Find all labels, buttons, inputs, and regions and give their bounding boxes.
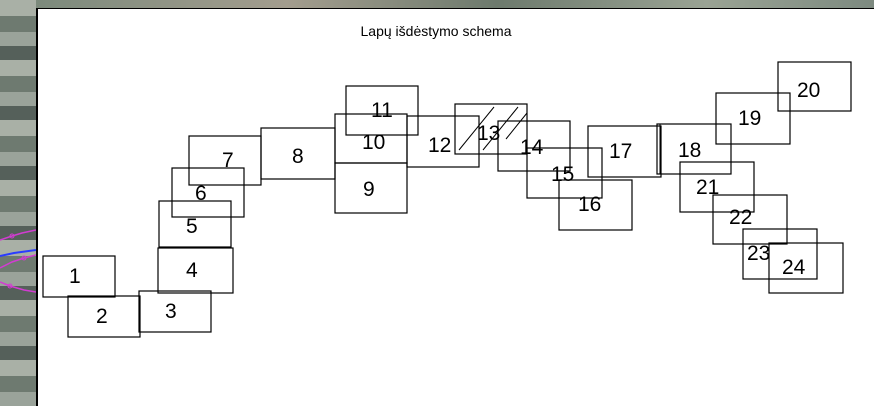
sheet-label-21: 21 xyxy=(696,176,719,199)
sheet-label-19: 19 xyxy=(738,107,761,130)
sheet-17: 17 xyxy=(587,125,662,178)
sheet-8: 8 xyxy=(260,127,336,180)
sheet-9: 9 xyxy=(334,162,408,214)
sheet-19: 19 xyxy=(715,92,791,145)
sheet-label-22: 22 xyxy=(729,206,752,229)
sheet-label-18: 18 xyxy=(678,139,701,162)
sheet-20: 20 xyxy=(777,61,852,112)
sheet-2: 2 xyxy=(67,295,141,338)
sheet-1: 1 xyxy=(42,255,116,298)
sheet-label-3: 3 xyxy=(165,300,177,323)
panel-title: Lapų išdėstymo schema xyxy=(360,23,512,39)
sheet-label-15: 15 xyxy=(551,163,574,186)
sheet-24: 24 xyxy=(768,242,844,294)
sheet-label-2: 2 xyxy=(96,305,108,328)
sheet-3: 3 xyxy=(138,290,212,333)
sheet-16: 16 xyxy=(558,179,633,231)
sheet-label-1: 1 xyxy=(69,265,81,288)
sheet-label-4: 4 xyxy=(186,259,198,282)
sheet-label-13: 13 xyxy=(477,122,500,145)
sheet-5: 5 xyxy=(158,200,232,248)
sheet-18: 18 xyxy=(656,123,732,175)
sheet-label-11: 11 xyxy=(371,99,393,122)
sheet-label-12: 12 xyxy=(428,134,451,157)
sheet-22: 22 xyxy=(712,194,788,245)
sheet-12: 12 xyxy=(406,115,480,168)
sheet-7: 7 xyxy=(188,135,262,186)
sheet-11: 11 xyxy=(345,85,419,136)
sheet-label-9: 9 xyxy=(363,178,375,201)
map-strip-left xyxy=(0,0,36,406)
map-route-lines xyxy=(0,229,36,293)
sheet-label-16: 16 xyxy=(578,193,601,216)
map-strip-top xyxy=(36,0,874,8)
sheet-4: 4 xyxy=(157,247,234,294)
sheet-layout-diagram: 1 2 3 4 5 6 7 8 xyxy=(42,61,852,338)
sheet-23: 23 xyxy=(742,228,818,280)
sheet-label-7: 7 xyxy=(222,149,234,172)
sheet-label-5: 5 xyxy=(186,215,198,238)
sheet-label-24: 24 xyxy=(782,256,806,279)
sheet-layout-panel: Lapų išdėstymo schema 1 2 3 4 5 6 7 xyxy=(36,8,874,406)
sheet-label-20: 20 xyxy=(797,79,820,102)
sheet-label-6: 6 xyxy=(195,182,207,205)
sheet-label-23: 23 xyxy=(747,242,770,265)
sheet-13: 13 xyxy=(454,103,528,155)
sheet-6: 6 xyxy=(171,167,245,218)
sheet-21: 21 xyxy=(679,161,755,213)
sheet-label-17: 17 xyxy=(609,140,632,163)
sheet-label-10: 10 xyxy=(362,131,385,154)
sheet-label-8: 8 xyxy=(292,145,304,168)
